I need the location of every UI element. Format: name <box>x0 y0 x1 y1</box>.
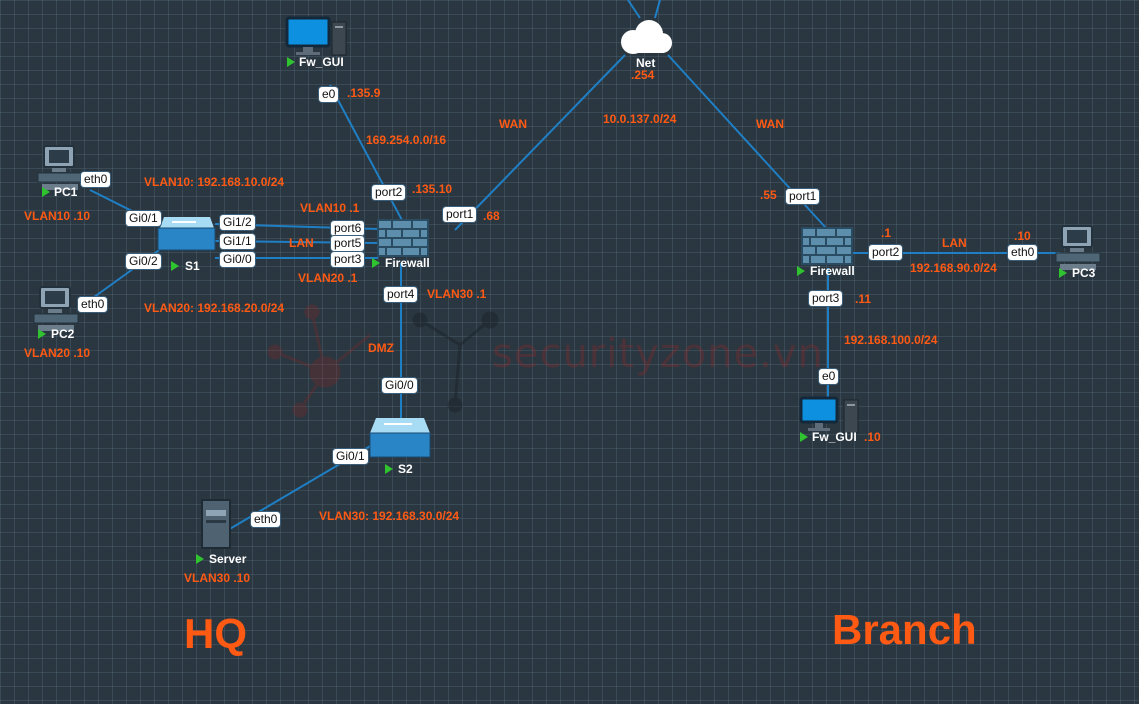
watermark-text: securityzone.vn <box>492 331 824 377</box>
port-brgui-e0[interactable]: e0 <box>818 368 840 385</box>
link-net-up2 <box>654 0 661 19</box>
device-pc2[interactable]: PC2 <box>51 327 75 341</box>
port-s1-gi02[interactable]: Gi0/2 <box>125 253 162 270</box>
label-pc3-ip: .10 <box>1014 229 1031 243</box>
label-fw-port2-ip: .135.10 <box>412 182 453 196</box>
port-branch-port1[interactable]: port1 <box>785 188 821 205</box>
running-indicator-pc2 <box>38 329 46 339</box>
label-lan-branch: LAN <box>942 236 967 250</box>
device-s2[interactable]: S2 <box>398 462 413 476</box>
firewall-hq-icon <box>377 219 429 257</box>
server-icon <box>201 499 231 549</box>
device-pc3[interactable]: PC3 <box>1072 266 1096 280</box>
fw-gui-branch-icon <box>799 396 859 434</box>
label-vlan20-gw: VLAN20 .1 <box>298 271 358 285</box>
port-s1-gi00[interactable]: Gi0/0 <box>219 251 256 268</box>
s1-switch-icon <box>157 217 216 251</box>
fw-gui-hq-icon <box>285 16 347 56</box>
running-indicator-firewall-hq <box>372 258 380 268</box>
port-pc2-eth0[interactable]: eth0 <box>77 296 109 313</box>
port-pc3-eth0[interactable]: eth0 <box>1007 244 1039 261</box>
label-vlan20-net: VLAN20: 192.168.20.0/24 <box>144 301 285 315</box>
s2-switch-icon <box>369 418 431 458</box>
label-vlan30-gw: VLAN30 .1 <box>427 287 487 301</box>
port-s1-gi11[interactable]: Gi1/1 <box>219 233 256 250</box>
device-net[interactable]: Net <box>636 56 656 70</box>
label-wan-branch: WAN <box>756 117 784 131</box>
firewall-branch-icon <box>801 227 853 265</box>
running-indicator-pc3 <box>1059 268 1067 278</box>
watermark-graphic <box>267 304 371 418</box>
label-vlan30-net: VLAN30: 192.168.30.0/24 <box>319 509 460 523</box>
net-cloud-icon <box>621 20 672 54</box>
port-fw-port3[interactable]: port3 <box>330 251 366 268</box>
port-branch-port2[interactable]: port2 <box>868 244 904 261</box>
label-pc1-ip: VLAN10 .10 <box>24 209 91 223</box>
running-indicator-fw-gui-hq <box>287 57 295 67</box>
label-brgui-ip: .10 <box>864 430 881 444</box>
device-server[interactable]: Server <box>209 552 247 566</box>
site-title-branch: Branch <box>832 606 977 653</box>
port-fw-port4[interactable]: port4 <box>383 286 419 303</box>
label-link-169: 169.254.0.0/16 <box>366 133 447 147</box>
label-pc2-ip: VLAN20 .10 <box>24 346 91 360</box>
port-fw-port2[interactable]: port2 <box>371 184 407 201</box>
label-branch-mgmt-net: 192.168.100.0/24 <box>844 333 938 347</box>
port-server-eth0[interactable]: eth0 <box>250 511 282 528</box>
running-indicator-fw-gui-branch <box>800 432 808 442</box>
label-branch-lan-net: 192.168.90.0/24 <box>910 261 997 275</box>
label-fw-port1-ip: .68 <box>483 209 500 223</box>
port-s2-gi01[interactable]: Gi0/1 <box>332 448 369 465</box>
label-vlan10-net: VLAN10: 192.168.10.0/24 <box>144 175 285 189</box>
label-vlan10-gw: VLAN10 .1 <box>300 201 360 215</box>
running-indicator-server <box>196 554 204 564</box>
device-fw-gui-hq[interactable]: Fw_GUI <box>299 55 344 69</box>
label-net-ip: .254 <box>631 68 655 82</box>
port-s2-gi00[interactable]: Gi0/0 <box>381 377 418 394</box>
label-lan-hq: LAN <box>289 236 314 250</box>
port-fw-port1[interactable]: port1 <box>442 206 478 223</box>
port-s1-gi01[interactable]: Gi0/1 <box>125 210 162 227</box>
device-fw-gui-branch[interactable]: Fw_GUI <box>812 430 857 444</box>
site-title-hq: HQ <box>184 610 247 657</box>
port-branch-port3[interactable]: port3 <box>808 290 844 307</box>
running-indicator-firewall-branch <box>797 266 805 276</box>
link-net-fw-hq <box>454 54 626 231</box>
device-pc1[interactable]: PC1 <box>54 185 78 199</box>
running-indicator-s2 <box>385 464 393 474</box>
port-fw-port5[interactable]: port5 <box>330 235 366 252</box>
label-wan-net: 10.0.137.0/24 <box>603 112 677 126</box>
running-indicator-pc1 <box>42 187 50 197</box>
link-net-up1 <box>627 0 641 19</box>
label-wan-hq: WAN <box>499 117 527 131</box>
label-branch-port1-ip: .55 <box>760 188 777 202</box>
watermark-graphic-dark <box>412 311 499 413</box>
pc3-icon <box>1055 225 1101 270</box>
label-server-ip: VLAN30 .10 <box>184 571 251 585</box>
pc2-icon <box>33 286 79 331</box>
label-dmz: DMZ <box>368 341 394 355</box>
label-branch-port3-ip: .11 <box>855 292 872 306</box>
port-pc1-eth0[interactable]: eth0 <box>80 171 112 188</box>
device-firewall-branch[interactable]: Firewall <box>810 264 855 278</box>
label-branch-port2-ip: .1 <box>881 226 892 240</box>
running-indicator-s1 <box>171 261 179 271</box>
port-fwgui-e0[interactable]: e0 <box>318 86 340 103</box>
label-fwgui-ip: .135.9 <box>347 86 381 100</box>
pc1-icon <box>37 145 83 190</box>
port-s1-gi12[interactable]: Gi1/2 <box>219 214 256 231</box>
device-firewall-hq[interactable]: Firewall <box>385 256 430 270</box>
device-s1[interactable]: S1 <box>185 259 200 273</box>
